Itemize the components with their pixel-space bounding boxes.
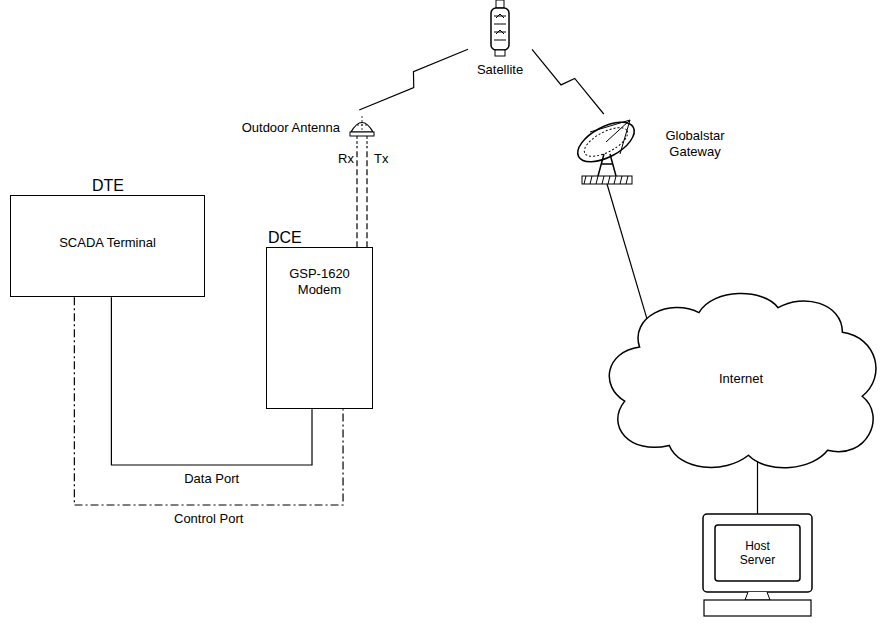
ant-icon <box>348 112 376 146</box>
dish-icon <box>570 112 645 190</box>
box-node: DTE SCADA Terminal <box>10 176 205 297</box>
device-box: GSP-1620 Modem <box>266 247 373 409</box>
box-node: DCE GSP-1620 Modem <box>266 228 373 409</box>
node-label: DTE <box>10 176 205 195</box>
signal-label: Tx <box>372 151 390 167</box>
device-box: SCADA Terminal <box>10 195 205 297</box>
node-label: Globalstar Gateway <box>652 128 738 159</box>
cloud-node: Internet <box>600 288 882 470</box>
node-label: GSP-1620 Modem <box>273 266 366 297</box>
connector <box>359 49 468 110</box>
node-label: SCADA Terminal <box>59 235 156 251</box>
signal-label: Rx <box>336 151 356 167</box>
node-label: DCE <box>266 228 373 247</box>
node-label: Internet <box>600 371 882 387</box>
connector <box>607 184 651 332</box>
ant-node: Outdoor Antenna <box>215 108 380 148</box>
screen: Host Server <box>717 527 798 579</box>
node-label: Host Server <box>732 539 784 568</box>
node-label: Satellite <box>470 62 530 78</box>
connector <box>757 459 758 514</box>
dish-node: Globalstar Gateway <box>570 112 770 194</box>
mon-node: Host Server <box>700 512 815 618</box>
sat-node: Satellite <box>470 0 530 82</box>
connector <box>532 49 604 114</box>
port-label: Control Port <box>172 511 245 527</box>
sat-icon <box>470 0 530 58</box>
node-label: Outdoor Antenna <box>242 120 340 136</box>
port-label: Data Port <box>182 471 241 487</box>
connector <box>357 146 367 247</box>
